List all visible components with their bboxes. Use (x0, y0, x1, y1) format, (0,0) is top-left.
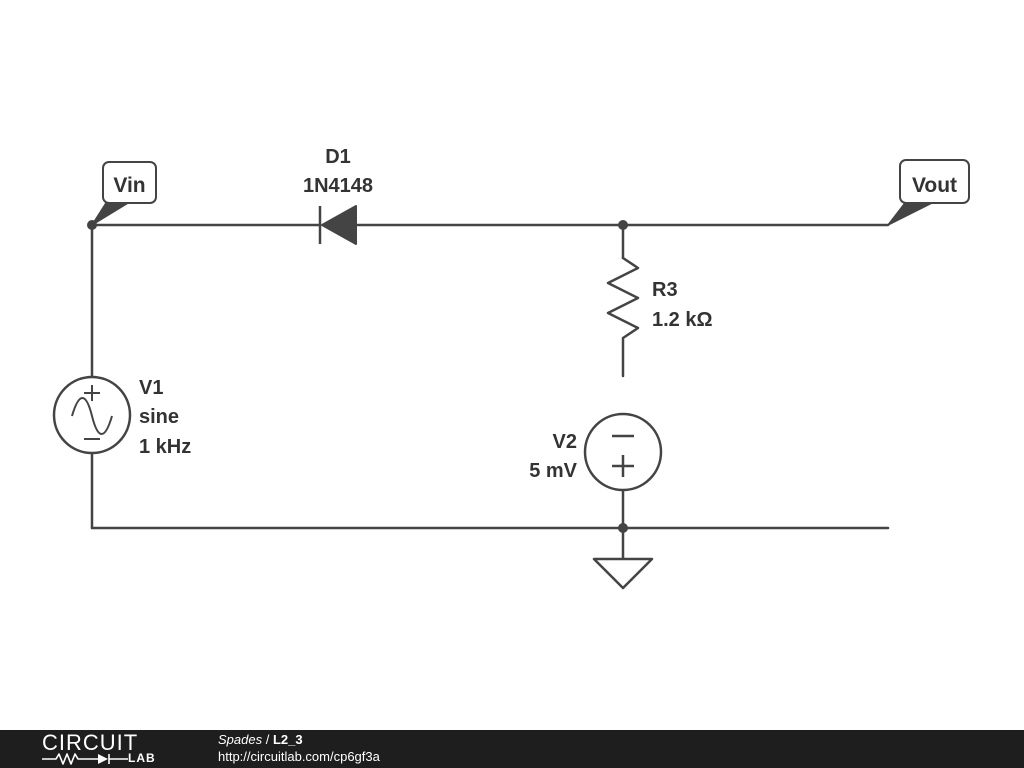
diode-triangle (321, 205, 357, 245)
footer-bar: CIRCUIT LAB Spades / L2_3 http://circuit… (0, 730, 1024, 768)
diode-d1-part: 1N4148 (303, 175, 373, 197)
circuitlab-logo[interactable]: CIRCUIT LAB (42, 732, 177, 766)
source-v1-type: sine (139, 406, 179, 428)
junction-bottom (618, 523, 628, 533)
logo-subtext: LAB (128, 751, 156, 765)
source-v2-value: 5 mV (529, 460, 577, 482)
breadcrumb: Spades / L2_3 (218, 732, 303, 748)
breadcrumb-owner[interactable]: Spades (218, 732, 263, 747)
source-v1-name: V1 (139, 377, 163, 399)
source-v2-symbol[interactable] (583, 412, 663, 492)
source-v2-name: V2 (553, 431, 577, 453)
ground-symbol[interactable] (592, 557, 654, 590)
source-v1-symbol[interactable] (52, 375, 132, 455)
resistor-zigzag (606, 256, 640, 378)
diode-d1-name: D1 (325, 146, 351, 168)
breadcrumb-separator: / (262, 732, 273, 747)
resistor-r3-name: R3 (652, 279, 678, 301)
net-label-vin-text: Vin (113, 174, 145, 197)
logo-resistor-diode-icon (42, 753, 128, 765)
source-v1-freq: 1 kHz (139, 436, 191, 458)
resistor-r3-value: 1.2 kΩ (652, 309, 713, 331)
net-label-vout[interactable]: Vout (887, 159, 970, 226)
diode-d1-symbol[interactable] (318, 205, 357, 245)
net-label-vin[interactable]: Vin (91, 161, 157, 226)
breadcrumb-circuit-name[interactable]: L2_3 (272, 732, 303, 747)
net-label-vout-text: Vout (912, 174, 957, 197)
circuit-url-link[interactable]: http://circuitlab.com/cp6gf3a (218, 749, 380, 764)
schematic-canvas: Vin Vout D1 1N4148 R3 1.2 kΩ V1 sine 1 k… (52, 146, 970, 590)
logo-wordmark: CIRCUIT (42, 730, 139, 755)
junction-top-right (618, 220, 628, 230)
